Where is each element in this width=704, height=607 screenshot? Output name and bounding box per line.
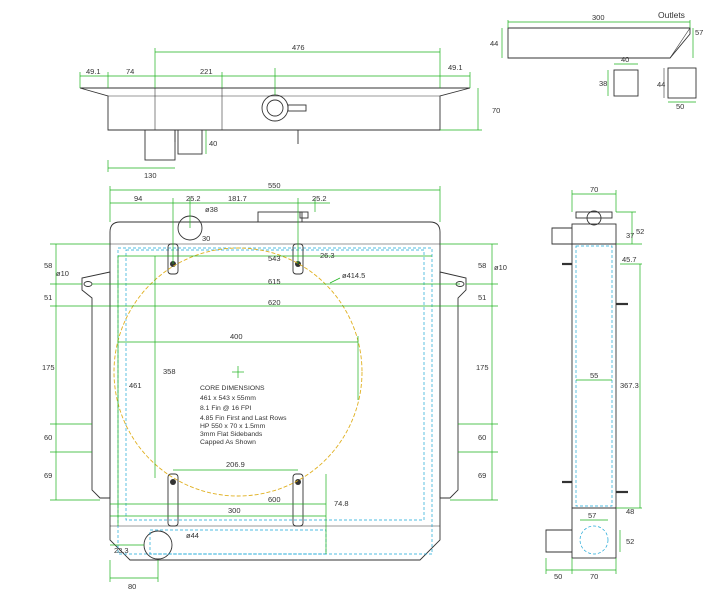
left-dim-dia-10: ø10 [56, 269, 69, 278]
dim-80: 80 [128, 582, 136, 591]
dim-49-right: 49.1 [448, 63, 463, 72]
dim-550: 550 [268, 181, 281, 190]
right-dim-58: 58 [478, 261, 486, 270]
outlets-title: Outlets [658, 10, 685, 20]
side-outlet-pipe [545, 529, 572, 553]
top-tank-view: 476 49.1 74 221 49.1 70 40 130 [79, 43, 500, 180]
core-note-5: 3mm Flat Sidebands [200, 431, 263, 438]
fan-shroud-circle [113, 247, 363, 497]
dim-130: 130 [144, 171, 157, 180]
side-bottom-tank [571, 507, 617, 559]
dim-30: 30 [202, 234, 210, 243]
left-mount-hole [83, 281, 93, 287]
core-note-1: 461 x 543 x 55mm [200, 395, 256, 402]
side-dim-48: 48 [626, 507, 634, 516]
inlet-pipe-top [144, 129, 176, 161]
dim-181: 181.7 [228, 194, 247, 203]
dim-74: 74 [126, 67, 134, 76]
dim-dia-44: ø44 [186, 531, 199, 540]
side-top-tank [571, 223, 617, 245]
side-dim-55: 55 [590, 371, 598, 380]
left-dim-58: 58 [44, 261, 52, 270]
dim-dia-414: ø414.5 [342, 271, 365, 280]
side-filler-cap [575, 211, 613, 219]
right-dim-60: 60 [478, 433, 486, 442]
side-inlet-pipe [551, 227, 572, 245]
dim-26: 26.3 [320, 251, 335, 260]
dim-40-stub: 40 [621, 55, 629, 64]
dim-25-left: 25.2 [186, 194, 201, 203]
mount-bolt-bl [170, 479, 176, 485]
core-note-0: CORE DIMENSIONS [200, 385, 265, 392]
outlet-bend-line [669, 27, 691, 59]
dim-70-tank: 70 [492, 106, 500, 115]
dim-dia-38: ø38 [205, 205, 218, 214]
right-dim-175: 175 [476, 363, 489, 372]
dim-40-tank: 40 [209, 139, 217, 148]
left-dim-69: 69 [44, 471, 52, 480]
left-dim-175: 175 [42, 363, 55, 372]
dim-543: 543 [268, 254, 281, 263]
dim-300-lower: 300 [228, 506, 241, 515]
side-dim-52-top: 52 [636, 227, 644, 236]
side-dim-367: 367.3 [620, 381, 639, 390]
outlets-view: 300 44 57 Outlets 40 38 44 50 [490, 10, 703, 111]
side-dim-57: 57 [588, 511, 596, 520]
side-dim-70-top: 70 [590, 185, 598, 194]
outlet-pipe-outline [507, 27, 691, 59]
outlet-stub-large [667, 67, 697, 99]
outlet-stub-small [613, 69, 639, 97]
dim-400: 400 [230, 332, 243, 341]
mount-bolt-br [295, 479, 301, 485]
side-dim-50: 50 [554, 572, 562, 581]
left-dim-60: 60 [44, 433, 52, 442]
core-note-6: Capped As Shown [200, 439, 256, 446]
dim-358: 358 [163, 367, 176, 376]
dim-221: 221 [200, 67, 213, 76]
dim-615: 615 [268, 277, 281, 286]
dim-620: 620 [268, 298, 281, 307]
dim-476: 476 [292, 43, 305, 52]
right-side-bracket [439, 271, 467, 499]
dim-23: 23.3 [114, 546, 129, 555]
right-dim-51: 51 [478, 293, 486, 302]
core-note-4: HP 550 x 70 x 1.5mm [200, 423, 266, 430]
radiator-frame-outline [109, 221, 441, 561]
core-dimensions-notes: CORE DIMENSIONS 461 x 543 x 55mm 8.1 Fin… [200, 385, 287, 446]
dim-50-stub: 50 [676, 102, 684, 111]
dim-300-outlet: 300 [592, 13, 605, 22]
dim-44-outlet: 44 [490, 39, 498, 48]
core-note-2: 8.1 Fin @ 16 FPI [200, 405, 252, 412]
dim-25-right: 25.2 [312, 194, 327, 203]
right-dim-69: 69 [478, 471, 486, 480]
dim-57-outlet: 57 [695, 28, 703, 37]
side-dim-70-bot: 70 [590, 572, 598, 581]
dim-94: 94 [134, 194, 142, 203]
side-view: 70 37 52 45.7 55 367.3 48 57 52 50 70 [545, 185, 644, 581]
left-side-bracket [81, 271, 111, 499]
dim-74-8: 74.8 [334, 499, 349, 508]
right-dim-dia-10: ø10 [494, 263, 507, 272]
side-dim-37: 37 [626, 231, 634, 240]
dim-38-stub: 38 [599, 79, 607, 88]
left-dim-51: 51 [44, 293, 52, 302]
dim-49-left: 49.1 [86, 67, 101, 76]
side-dim-45: 45.7 [622, 255, 637, 264]
filler-neck-front [257, 211, 303, 223]
dim-44-stub: 44 [657, 80, 665, 89]
dim-461: 461 [129, 381, 142, 390]
front-view: 550 94 25.2 181.7 25.2 ø38 30 543 26.3 ø… [42, 181, 507, 591]
outlet-pipe-front [143, 530, 173, 560]
dim-600: 600 [268, 495, 281, 504]
side-dim-52-bot: 52 [626, 537, 634, 546]
filler-cap-top [261, 94, 289, 122]
core-note-3: 4.85 Fin First and Last Rows [200, 415, 287, 422]
core-hidden-outline [117, 247, 433, 555]
dim-206: 206.9 [226, 460, 245, 469]
